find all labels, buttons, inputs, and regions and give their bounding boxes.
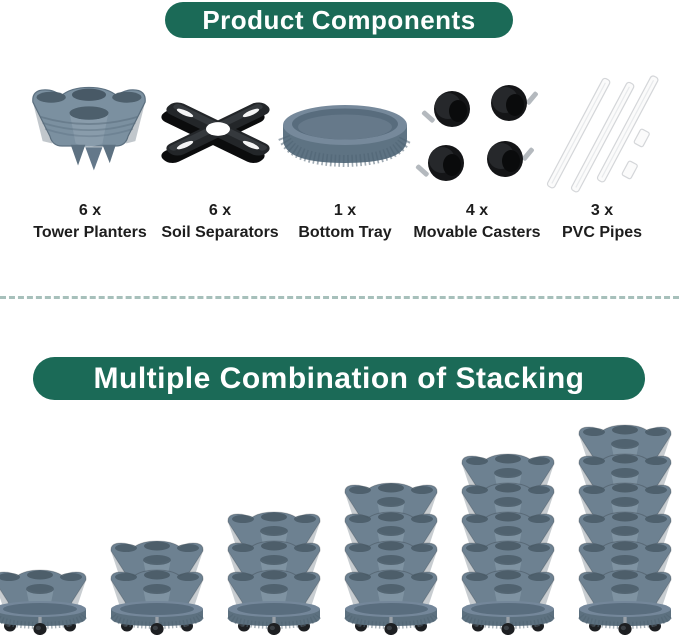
planter-stack-graphic	[110, 540, 204, 636]
component-soil-separators: 6 x Soil Separators	[150, 66, 290, 243]
bottom-tray-graphic	[278, 105, 412, 168]
stacking-row	[0, 410, 675, 636]
component-qty: 4 x	[465, 202, 489, 219]
section-title-stacking-text: Multiple Combination of Stacking	[93, 361, 585, 395]
pvc-pipes-graphic	[546, 75, 659, 193]
component-name: Tower Planters	[33, 223, 147, 241]
section-title-components: Product Components	[165, 2, 513, 38]
planter-stack-2-tier	[107, 537, 207, 636]
component-name: Bottom Tray	[298, 223, 392, 241]
casters-icon	[409, 66, 545, 198]
component-pvc-pipes: 3 x PVC Pipes	[537, 66, 667, 243]
component-movable-casters: 4 x Movable Casters	[402, 66, 552, 243]
planter-stack-1-tier	[0, 566, 90, 636]
component-name: Movable Casters	[413, 223, 541, 241]
planter-stack-graphic	[461, 453, 555, 636]
component-name: PVC Pipes	[561, 223, 643, 241]
planter-stack-3-tier	[224, 508, 324, 636]
component-label: 6 x Soil Separators	[161, 200, 278, 243]
caster-group	[415, 85, 538, 181]
casters-graphic	[415, 85, 538, 181]
planter-stack-4-tier	[341, 479, 441, 636]
component-tower-planters: 6 x Tower Planters	[15, 66, 165, 243]
component-qty: 6 x	[208, 202, 232, 219]
planter-stack-5-tier	[458, 450, 558, 636]
component-label: 3 x PVC Pipes	[562, 200, 642, 243]
component-qty: 6 x	[78, 202, 102, 219]
component-qty: 1 x	[333, 202, 357, 219]
planter-stack-graphic	[344, 482, 438, 636]
soil-separator-graphic	[161, 102, 270, 163]
tower-planter-graphic	[32, 86, 146, 171]
component-qty: 3 x	[590, 202, 614, 219]
components-row: 6 x Tower Planters	[0, 66, 679, 242]
planter-stack-6-tier	[575, 421, 675, 636]
component-label: 6 x Tower Planters	[33, 200, 147, 243]
component-name: Soil Separators	[161, 223, 279, 241]
component-label: 4 x Movable Casters	[413, 200, 540, 243]
section-title-stacking: Multiple Combination of Stacking	[33, 357, 645, 400]
component-bottom-tray: 1 x Bottom Tray	[275, 66, 415, 243]
component-label: 1 x Bottom Tray	[298, 200, 391, 243]
planter-stack-graphic	[227, 511, 321, 636]
soil-separator-icon	[154, 66, 286, 198]
planter-stack-graphic	[0, 569, 87, 636]
dashed-divider	[0, 296, 679, 299]
tower-planter-icon	[23, 66, 157, 198]
pvc-pipes-icon	[540, 66, 664, 198]
section-title-components-text: Product Components	[202, 4, 476, 35]
bottom-tray-icon	[276, 66, 414, 198]
planter-stack-graphic	[578, 424, 672, 636]
